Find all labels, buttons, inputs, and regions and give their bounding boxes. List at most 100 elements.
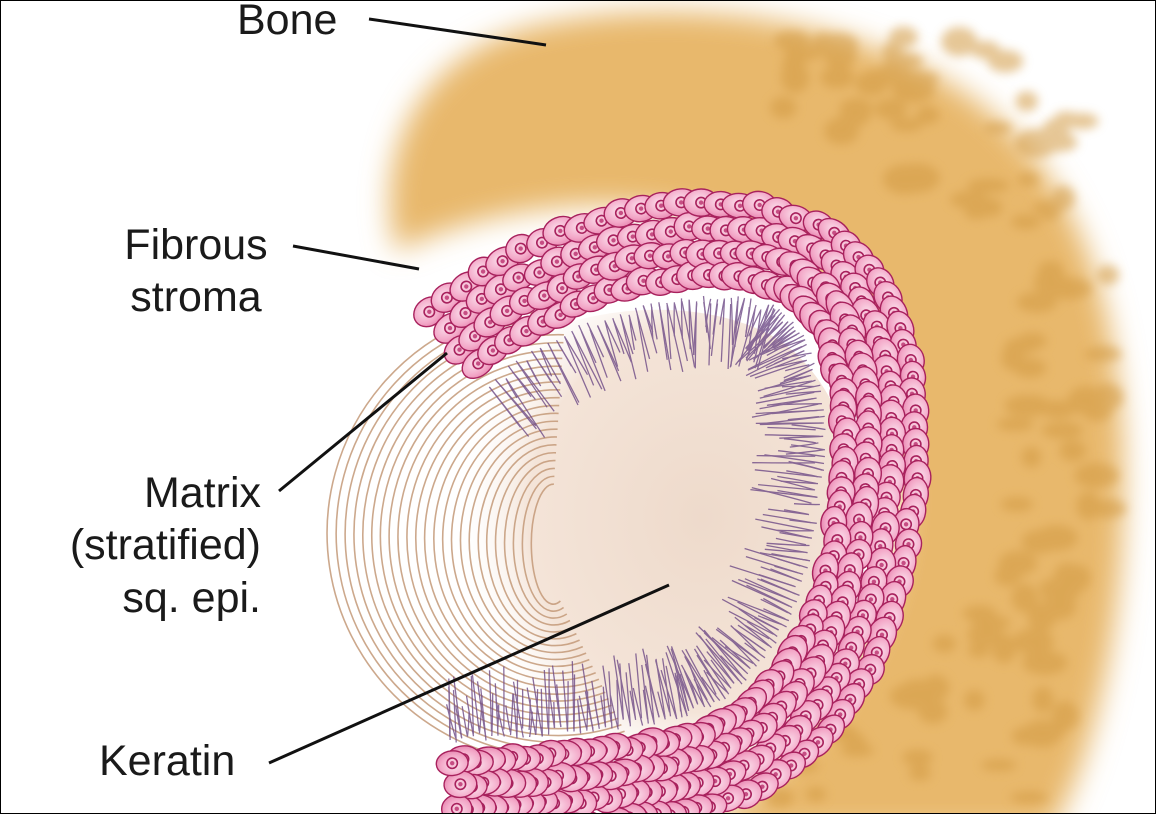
stroma-fiber xyxy=(703,659,732,689)
label-matrix-line-1: Matrix xyxy=(143,469,261,517)
stroma-fiber xyxy=(641,664,649,724)
bone-pore xyxy=(964,204,989,220)
stroma-fiber xyxy=(660,669,678,720)
stroma-fiber xyxy=(642,689,649,720)
stroma-fiber xyxy=(533,354,563,398)
keratin-lamella xyxy=(468,428,584,654)
cell-nucleolus xyxy=(524,328,529,334)
stroma-fiber xyxy=(528,711,533,738)
stroma-fiber xyxy=(783,368,813,382)
bone-pore xyxy=(882,41,903,64)
cell-nucleolus xyxy=(698,200,704,205)
cell-nucleolus xyxy=(705,226,710,231)
stroma-fiber xyxy=(689,679,699,705)
cell-nucleolus xyxy=(629,256,635,261)
bone-pore xyxy=(820,66,855,89)
bone-pore xyxy=(916,106,940,125)
bone-pore xyxy=(840,97,872,127)
cell-nucleolus xyxy=(488,320,493,325)
bone-pore xyxy=(840,743,875,757)
cell-nucleolus xyxy=(641,278,646,283)
cell-nucleolus xyxy=(630,234,635,239)
bone-pore xyxy=(780,63,810,94)
stroma-fiber xyxy=(755,518,813,532)
keratin-lamella xyxy=(485,444,577,640)
bone-pore xyxy=(888,26,919,48)
stroma-fiber xyxy=(616,659,631,724)
bone-pores xyxy=(699,26,1127,807)
stroma-fiber xyxy=(710,303,719,356)
stroma-fiber xyxy=(491,693,494,737)
stroma-fiber xyxy=(706,651,735,684)
bone-pore xyxy=(991,633,1017,664)
stroma-fiber xyxy=(673,303,689,362)
stroma-fiber xyxy=(758,573,796,588)
cell-nucleolus xyxy=(666,254,671,259)
bone-pore xyxy=(1043,592,1077,620)
stroma-fiber xyxy=(729,298,746,368)
stroma-fiber xyxy=(762,597,792,615)
stroma-fiber xyxy=(789,519,817,524)
bone-pore xyxy=(987,50,1024,73)
cell-nucleolus xyxy=(871,579,877,584)
stroma-fiber xyxy=(748,339,805,370)
stroma-fiber xyxy=(751,403,819,418)
keratin-lamella xyxy=(521,475,565,612)
stroma-fiber xyxy=(734,616,773,649)
bone-pore xyxy=(1019,723,1066,741)
cell-nucleolus xyxy=(659,203,664,208)
cell-nucleolus xyxy=(802,751,807,756)
bone-pore xyxy=(908,765,932,781)
bone-pore xyxy=(1011,583,1039,613)
bone-pore xyxy=(1067,386,1103,415)
keratin-lamella xyxy=(406,373,606,702)
cell-nucleolus xyxy=(554,259,560,264)
bone-pore xyxy=(1039,132,1078,152)
leader-line-keratin xyxy=(268,583,670,765)
stroma-fiber xyxy=(620,316,637,380)
bone-pore xyxy=(1074,463,1119,488)
stroma-fiber xyxy=(693,648,724,696)
stroma-fiber xyxy=(766,544,808,554)
stroma-fiber xyxy=(745,307,750,334)
cell-nucleolus xyxy=(504,308,510,314)
bone-pore xyxy=(1010,791,1049,804)
cell-nucleolus xyxy=(542,293,547,298)
stroma-fiber xyxy=(719,655,747,681)
keratin-lamella xyxy=(433,396,596,682)
bone-pore xyxy=(805,786,827,802)
bone-pore xyxy=(980,758,1017,772)
bone-pore xyxy=(1012,628,1054,655)
stroma-fiber xyxy=(666,305,672,360)
stroma-fiber xyxy=(658,304,668,360)
cell-nucleolus xyxy=(647,253,653,258)
stroma-fiber xyxy=(788,460,825,472)
stroma-fiber xyxy=(505,705,511,733)
leader-lines xyxy=(268,17,670,765)
bone-pore xyxy=(774,30,811,51)
stroma-fiber xyxy=(655,658,666,718)
stroma-fiber xyxy=(766,542,810,547)
label-fibrous-line-2: stroma xyxy=(130,273,262,322)
stroma-fiber xyxy=(602,665,612,723)
cell-nucleolus xyxy=(879,562,884,568)
stroma-fiber xyxy=(754,359,808,379)
bone-pore xyxy=(1032,686,1054,713)
stroma-fiber xyxy=(787,416,820,421)
bone-pore xyxy=(902,749,933,766)
stroma-fiber xyxy=(758,483,814,491)
stroma-fiber xyxy=(762,321,794,348)
bone-pore xyxy=(1016,291,1058,313)
stroma-fiber xyxy=(586,322,605,358)
stroma-fiber xyxy=(516,679,519,737)
cell-nucleolus xyxy=(458,782,463,787)
stroma-fiber xyxy=(754,469,822,478)
stroma-fiber xyxy=(686,658,705,706)
bone-pore xyxy=(1017,172,1040,187)
stroma-fiber xyxy=(628,663,637,720)
bone-pore xyxy=(1011,214,1040,230)
stroma-fiber xyxy=(724,646,754,664)
stroma-fiber xyxy=(535,689,539,735)
stroma-fiber xyxy=(701,676,721,702)
bone-pore xyxy=(1021,446,1042,468)
